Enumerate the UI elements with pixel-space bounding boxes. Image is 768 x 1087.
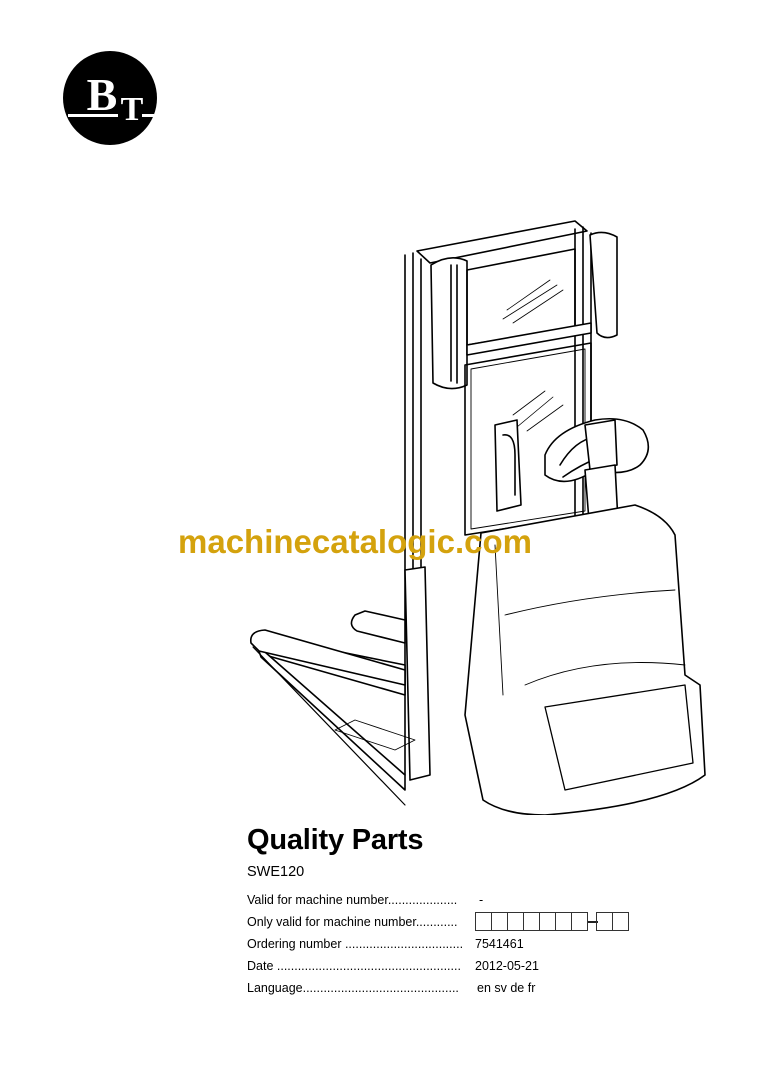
machine-number-boxes[interactable] [475,912,629,931]
model-name: SWE120 [247,864,305,880]
machine-number-box[interactable] [523,912,540,931]
document-title: Quality Parts [247,824,424,856]
field-date: Date ...................................… [247,959,539,976]
machine-number-box[interactable] [491,912,508,931]
machine-number-suffix-box[interactable] [612,912,629,931]
machine-number-box[interactable] [507,912,524,931]
field-ordering-number: Ordering number ........................… [247,937,524,954]
svg-text:T: T [121,91,144,128]
machine-number-suffix-box[interactable] [596,912,613,931]
dash-separator [588,920,598,923]
field-label: Valid for machine number................… [247,893,458,907]
field-label: Date ...................................… [247,959,461,973]
field-label: Only valid for machine number...........… [247,915,458,929]
watermark-text: machinecatalogic.com [178,523,532,560]
field-valid-machine-number: Valid for machine number................… [247,893,483,910]
field-label: Language................................… [247,981,459,995]
svg-text:B: B [87,69,118,120]
machine-number-box[interactable] [539,912,556,931]
stacker-illustration [245,215,715,816]
field-language: Language................................… [247,981,535,998]
field-value: - [479,893,484,907]
bt-logo-icon: B T [62,50,158,146]
field-value: 2012-05-21 [475,959,539,973]
field-only-valid-machine-number: Only valid for machine number...........… [247,915,472,932]
field-value: en sv de fr [477,981,536,995]
machine-number-box[interactable] [571,912,588,931]
machine-number-box[interactable] [555,912,572,931]
field-value: 7541461 [475,937,524,951]
field-label: Ordering number ........................… [247,937,464,951]
machine-number-box[interactable] [475,912,492,931]
